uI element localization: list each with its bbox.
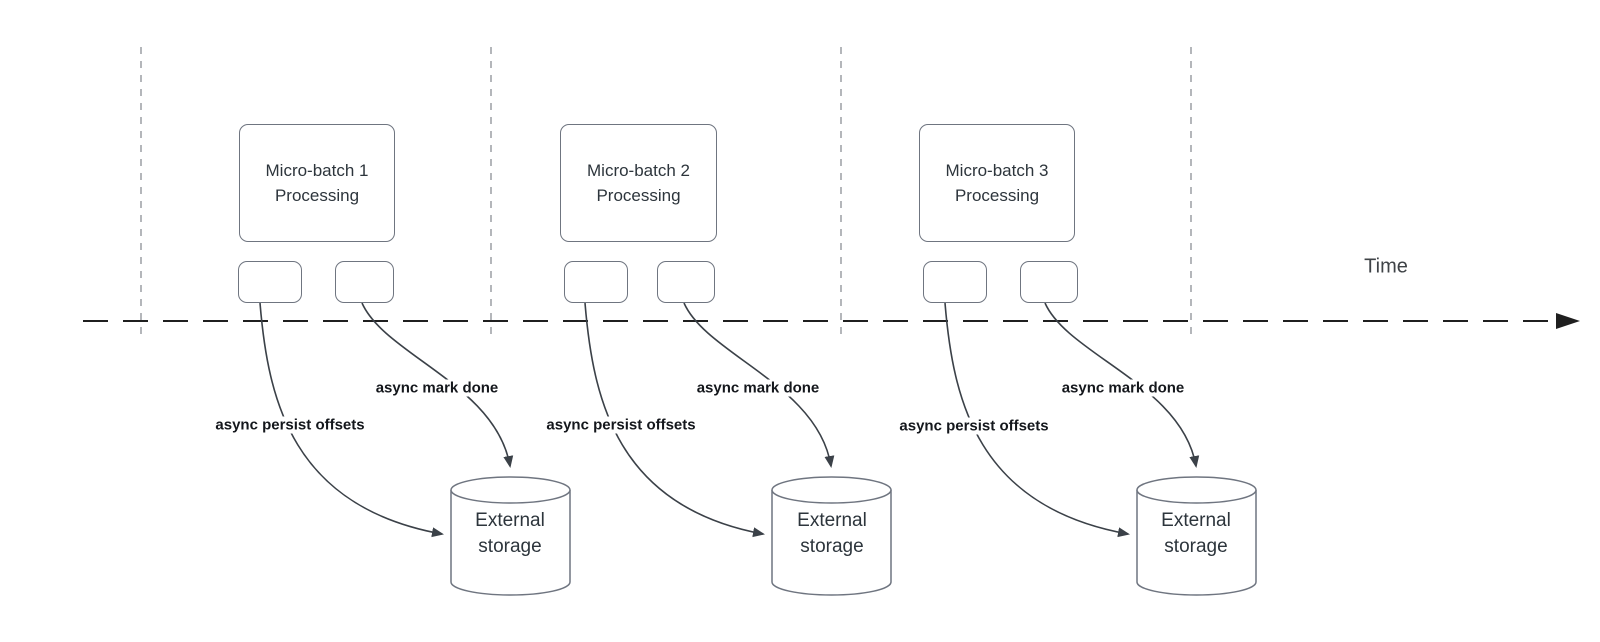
cylinder-body bbox=[1136, 490, 1257, 596]
micro-batch-2-box: Micro-batch 2 Processing bbox=[560, 124, 717, 242]
micro-batch-3-box: Micro-batch 3 Processing bbox=[919, 124, 1075, 242]
persist-offsets-task-box-1 bbox=[238, 261, 302, 303]
mark-done-task-box-2 bbox=[657, 261, 715, 303]
mark-done-arrow-2 bbox=[683, 302, 835, 468]
cylinder-top bbox=[450, 476, 571, 504]
mark-done-label-2: async mark done bbox=[693, 379, 823, 397]
external-storage-cylinder-1 bbox=[450, 476, 571, 596]
micro-batch-3-label: Micro-batch 3 bbox=[945, 161, 1049, 180]
mark-done-label-1: async mark done bbox=[372, 379, 502, 397]
mark-done-arrow-3 bbox=[1044, 302, 1200, 468]
storage-label-line1: External bbox=[475, 510, 545, 531]
mark-done-label-3: async mark done bbox=[1058, 379, 1188, 397]
mark-done-arrow-1 bbox=[361, 302, 514, 468]
persist-offsets-arrow-3 bbox=[944, 302, 1130, 538]
persist-offsets-label-3: async persist offsets bbox=[896, 417, 1052, 435]
micro-batch-1-sublabel: Processing bbox=[274, 186, 360, 205]
external-storage-cylinder-3 bbox=[1136, 476, 1257, 596]
external-storage-label-1: External storage bbox=[475, 508, 545, 560]
cylinder-top bbox=[771, 476, 892, 504]
external-storage-label-2: External storage bbox=[797, 508, 867, 560]
cylinder-body bbox=[450, 490, 571, 596]
micro-batch-3-sublabel: Processing bbox=[954, 186, 1040, 205]
micro-batch-1-box: Micro-batch 1 Processing bbox=[239, 124, 395, 242]
persist-offsets-label-2: async persist offsets bbox=[543, 416, 699, 434]
storage-label-line2: storage bbox=[1164, 536, 1228, 557]
mark-done-task-box-1 bbox=[335, 261, 394, 303]
mark-done-task-box-3 bbox=[1020, 261, 1078, 303]
persist-offsets-task-box-3 bbox=[923, 261, 987, 303]
micro-batch-2-label: Micro-batch 2 bbox=[587, 161, 690, 180]
storage-label-line1: External bbox=[797, 510, 867, 531]
persist-offsets-arrow-1 bbox=[259, 302, 444, 538]
persist-offsets-task-box-2 bbox=[564, 261, 628, 303]
persist-offsets-label-1: async persist offsets bbox=[212, 416, 368, 434]
storage-label-line2: storage bbox=[800, 536, 864, 557]
micro-batch-1-label: Micro-batch 1 bbox=[265, 161, 369, 180]
time-axis-arrowhead-icon bbox=[1556, 313, 1580, 329]
external-storage-label-3: External storage bbox=[1161, 508, 1231, 560]
persist-offsets-arrow-2 bbox=[584, 302, 765, 538]
micro-batch-2-sublabel: Processing bbox=[596, 186, 681, 205]
cylinder-body bbox=[771, 490, 892, 596]
time-label: Time bbox=[1364, 255, 1408, 278]
storage-label-line1: External bbox=[1161, 510, 1231, 531]
external-storage-cylinder-2 bbox=[771, 476, 892, 596]
cylinder-top bbox=[1136, 476, 1257, 504]
storage-label-line2: storage bbox=[478, 536, 542, 557]
